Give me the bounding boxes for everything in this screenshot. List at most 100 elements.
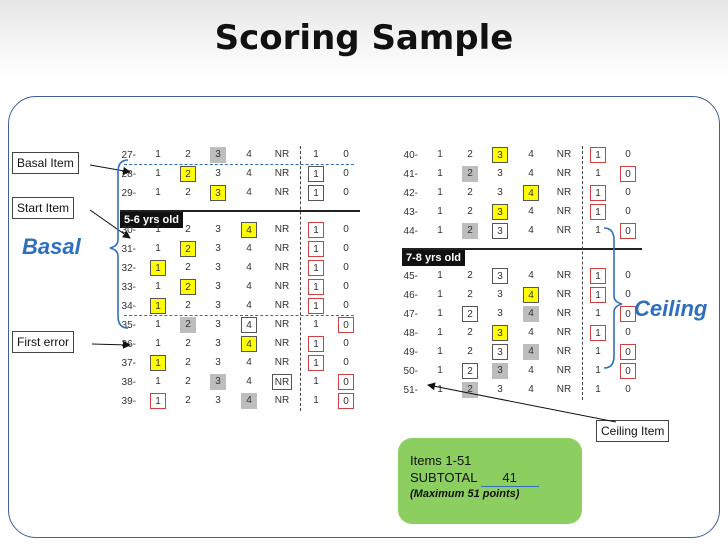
- score-option: 3: [497, 289, 503, 300]
- score-option: 4: [523, 287, 539, 303]
- item-number: 29-: [121, 188, 136, 199]
- score-option: NR: [556, 168, 572, 179]
- score-option: 4: [246, 281, 252, 292]
- basal-bracket: [109, 159, 129, 329]
- score-option: 1: [308, 355, 324, 371]
- item-number: 41-: [403, 169, 418, 180]
- score-option: 1: [595, 225, 601, 236]
- score-option: 1: [437, 149, 443, 160]
- item-number: 33-: [121, 282, 136, 293]
- score-option: 1: [308, 185, 324, 201]
- score-option: 3: [497, 308, 503, 319]
- score-option: 3: [215, 395, 221, 406]
- subtotal-max: (Maximum 51 points): [410, 488, 520, 500]
- score-option: 2: [467, 206, 473, 217]
- item-number: 38-: [121, 377, 136, 388]
- score-option: NR: [274, 319, 290, 330]
- score-option: 1: [155, 224, 161, 235]
- subtotal-items: Items 1-51: [410, 453, 472, 468]
- left-age-label: 5-6 yrs old: [120, 212, 184, 228]
- score-option: 4: [528, 327, 534, 338]
- right-column-divider: [582, 146, 583, 400]
- score-option: 4: [528, 168, 534, 179]
- score-option: NR: [556, 308, 572, 319]
- score-option: 1: [150, 298, 166, 314]
- score-option: 3: [492, 363, 508, 379]
- first-error-callout: First error: [12, 331, 74, 353]
- score-option: NR: [274, 262, 290, 273]
- score-option: 2: [467, 187, 473, 198]
- score-option: 3: [215, 243, 221, 254]
- score-option: 2: [185, 262, 191, 273]
- score-option: NR: [274, 168, 290, 179]
- score-option: 1: [308, 298, 324, 314]
- score-option: 2: [462, 223, 478, 239]
- score-option: 1: [155, 376, 161, 387]
- score-option: 1: [437, 289, 443, 300]
- score-option: 2: [467, 289, 473, 300]
- score-option: 0: [620, 166, 636, 182]
- item-number: 48-: [403, 328, 418, 339]
- score-option: 3: [210, 374, 226, 390]
- ceiling-label: Ceiling: [634, 296, 708, 321]
- score-option: 2: [467, 327, 473, 338]
- left-column-divider: [300, 146, 301, 411]
- basal-label: Basal: [22, 234, 81, 259]
- subtotal-value: 41: [480, 469, 539, 487]
- score-option: 4: [528, 206, 534, 217]
- score-option: 4: [246, 300, 252, 311]
- score-option: 4: [246, 262, 252, 273]
- item-number: 46-: [403, 290, 418, 301]
- score-option: 1: [595, 365, 601, 376]
- score-option: 2: [462, 166, 478, 182]
- score-option: 3: [492, 344, 508, 360]
- score-option: 1: [155, 149, 161, 160]
- score-option: 0: [343, 168, 349, 179]
- item-number: 32-: [121, 263, 136, 274]
- score-option: 1: [308, 166, 324, 182]
- score-option: 3: [492, 147, 508, 163]
- score-option: 1: [590, 268, 606, 284]
- score-option: 1: [437, 327, 443, 338]
- score-option: 0: [343, 300, 349, 311]
- item-number: 39-: [121, 396, 136, 407]
- score-option: 2: [180, 241, 196, 257]
- score-option: 1: [313, 319, 319, 330]
- score-option: 4: [528, 270, 534, 281]
- subtotal-label: SUBTOTAL: [410, 470, 477, 485]
- page-title: Scoring Sample: [214, 18, 514, 58]
- score-option: 0: [625, 270, 631, 281]
- score-option: 2: [185, 224, 191, 235]
- score-option: 4: [528, 384, 534, 395]
- score-option: 2: [467, 149, 473, 160]
- score-option: 1: [155, 243, 161, 254]
- item-number: 31-: [121, 244, 136, 255]
- subtotal-box: Items 1-51 SUBTOTAL 41 (Maximum 51 point…: [398, 438, 582, 524]
- item-number: 45-: [403, 271, 418, 282]
- score-option: NR: [274, 338, 290, 349]
- score-option: 0: [343, 243, 349, 254]
- score-option: NR: [556, 289, 572, 300]
- score-option: NR: [556, 149, 572, 160]
- score-option: 2: [185, 376, 191, 387]
- score-option: 2: [185, 187, 191, 198]
- score-option: 0: [620, 223, 636, 239]
- ceiling-item-callout: Ceiling Item: [596, 420, 670, 442]
- score-option: 0: [625, 289, 631, 300]
- score-option: NR: [556, 365, 572, 376]
- score-option: 1: [437, 384, 443, 395]
- score-option: 4: [523, 306, 539, 322]
- score-option: 4: [246, 243, 252, 254]
- score-option: 3: [215, 281, 221, 292]
- right-age-label: 7-8 yrs old: [402, 250, 466, 266]
- score-option: NR: [556, 225, 572, 236]
